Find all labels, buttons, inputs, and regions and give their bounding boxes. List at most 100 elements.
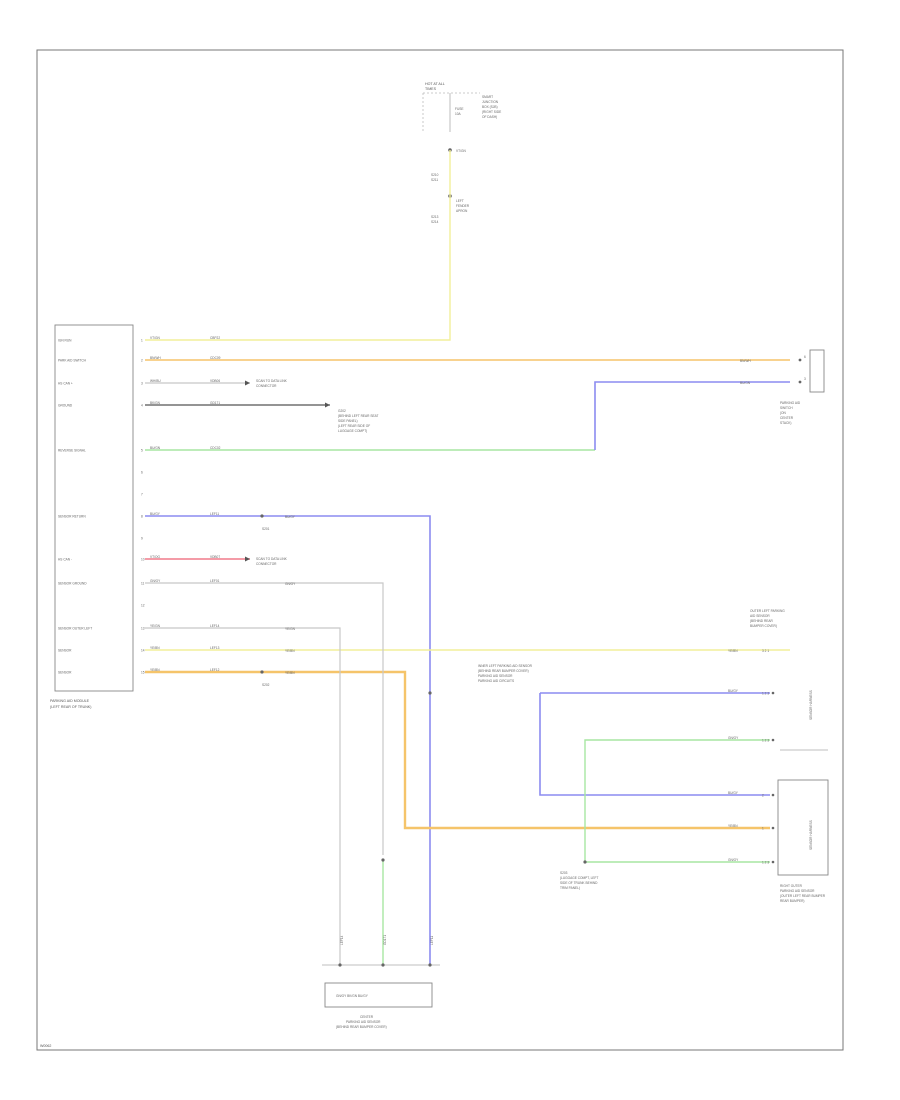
module-pin-number: 12: [141, 604, 145, 608]
ground-splice-label-1: S203: [560, 871, 568, 875]
right-label-4: REAR BUMPER): [780, 899, 804, 903]
network-label-2b: CONNECTOR: [256, 562, 277, 566]
right-sensor-block: SENSOR HARNESS SENSOR HARNESS BU/GY1 2 3…: [728, 689, 829, 903]
module-pin-number: 7: [141, 493, 143, 497]
right-side-text-bottom: SENSOR HARNESS: [809, 820, 813, 850]
junction-dot: [428, 691, 432, 695]
module-pin-circuit: LEF11: [210, 512, 219, 516]
center-sensor-body: [324, 982, 433, 1008]
can-minus-arrow-icon: [245, 556, 250, 562]
module-pin-circuit: CBP22: [210, 336, 220, 340]
right-wire-tag: YE/BN: [728, 824, 738, 828]
switch-label-1: PARKING AID: [780, 401, 801, 405]
fuse-label-2: 10A: [455, 112, 462, 116]
wire-layer: [145, 150, 790, 965]
module-pin-circuit: CDC09: [210, 356, 221, 360]
right-pin-dot: [771, 691, 775, 695]
bottom-caption-3: (BEHIND REAR BUMPER COVER): [336, 1025, 387, 1029]
module-pin-wire: VT/OG: [150, 555, 160, 559]
wire-sensor-orange: [145, 670, 770, 830]
module-pin-label: REVERSE SIGNAL: [58, 449, 86, 453]
parking-aid-module: [54, 324, 134, 692]
switch-wire-top: BN/WH: [740, 359, 751, 363]
module-pin-number: 11: [141, 582, 145, 586]
module-pin-number: 6: [141, 471, 143, 475]
parking-aid-switch: BN/WH BU/GN 6 3 PARKING AID SWITCH (ON C…: [740, 349, 825, 425]
module-pin-number: 3: [141, 382, 143, 386]
ground-splice-label-3: SIDE OF TRUNK BEHIND: [560, 881, 598, 885]
module-pin-wire: YE/GN: [150, 624, 161, 628]
module-pin-label: IGN RUN: [58, 339, 72, 343]
s202-label: S202: [262, 683, 270, 687]
bottom-pin-1: [338, 963, 342, 967]
right-pin-label: 1 2 3: [762, 692, 769, 696]
sjb-desc-4: (RIGHT SIDE: [482, 110, 501, 114]
bottom-caption-1: CENTER: [360, 1015, 374, 1019]
module-pin-number: 15: [141, 671, 145, 675]
right-wire-tag: GN/GY: [728, 736, 739, 740]
outer-left-label-3: (BEHIND REAR: [750, 619, 774, 623]
splice-bottom-2: S214: [431, 220, 439, 224]
ground-label-2: (BEHIND LEFT REAR SEAT: [338, 414, 378, 418]
top-wire-color: VT/GN: [456, 149, 466, 153]
switch-pin-num-1: 6: [804, 355, 806, 359]
right-pin-label: 2: [762, 794, 764, 798]
splice-desc-3: APRON: [456, 209, 468, 213]
module-pin-circuit: LEF12: [210, 668, 220, 672]
outer-left-label-2: AID SENSOR: [750, 614, 770, 618]
ground-label-1: G202: [338, 409, 346, 413]
ground-splice-right-dot: [583, 860, 587, 864]
module-pin-number: 10: [141, 558, 145, 562]
right-sensor-body: [777, 779, 829, 876]
module-pin-label: PARK AID SWITCH: [58, 359, 87, 363]
switch-body: [809, 349, 825, 393]
outer-left-pins: 3 2 1: [762, 649, 769, 653]
wire-switch-return: [594, 381, 790, 450]
ground-splice-label-4: TRIM PANEL): [560, 886, 580, 890]
blue-splice-tag: BU/GY: [285, 515, 296, 519]
wire-sensor-outer-left: [145, 627, 341, 965]
sensor-ground-tag: GN/GY: [285, 582, 296, 586]
module-name-2: (LEFT REAR OF TRUNK): [50, 705, 91, 709]
network-label-1b: CONNECTOR: [256, 384, 277, 388]
right-pin-label: 1 2 3: [762, 861, 769, 865]
bottom-wire-1: LEF14: [340, 935, 344, 945]
splice-desc-1: LEFT: [456, 199, 464, 203]
inner-sensor-label-4: PARKING AID CIRCUITS: [478, 679, 514, 683]
module-pin-circuit: GD171: [210, 401, 220, 405]
top-fuse-connector: HOT AT ALL TIMES FUSE 10A SMART JUNCTION…: [422, 82, 501, 224]
module-pin-circuit: LEF14: [210, 624, 220, 628]
right-wire-tag: BU/GY: [728, 791, 739, 795]
bottom-pin-2: [381, 963, 385, 967]
ground-label-3: SIDE PANEL): [338, 419, 358, 423]
s201-label: S201: [262, 527, 270, 531]
bottom-caption-2: PARKING AID SENSOR: [346, 1020, 381, 1024]
splice-s202: [260, 670, 264, 674]
right-pin-dot: [771, 860, 775, 864]
outer-left-label-1: OUTER LEFT PARKING: [750, 609, 785, 613]
module-pin-label: SENSOR GROUND: [58, 582, 87, 586]
diagram-id: W0062: [40, 1044, 51, 1048]
module-name-1: PARKING AID MODULE: [50, 699, 90, 703]
module-pin-circuit: VDB06: [210, 379, 220, 383]
splice-s201: [260, 514, 264, 518]
right-label-3: (OUTER LEFT REAR BUMPER: [780, 894, 826, 898]
module-pin-label: SENSOR: [58, 671, 72, 675]
splice-top-1: S210: [431, 173, 439, 177]
module-pin-circuit: VDB07: [210, 555, 220, 559]
ground-splice-label-2: (LUGGAGE COMPT, LEFT: [560, 876, 598, 880]
yellow-right-tag: YE/BN: [285, 649, 295, 653]
switch-label-3: (ON: [780, 411, 787, 415]
center-sensor: LEF14 GD171 LEF11 GN/GY BK/GN BU/GY CENT…: [322, 935, 440, 1029]
bottom-wire-2: GD171: [383, 935, 387, 945]
right-label-1: RIGHT OUTER: [780, 884, 803, 888]
sjb-desc-5: OF DASH): [482, 115, 497, 119]
module-pin-wire: YE/BN: [150, 646, 160, 650]
switch-pin-bottom: [798, 380, 802, 384]
outer-left-label-4: BUMPER COVER): [750, 624, 777, 628]
module-pin-circuit: LEF01: [210, 579, 220, 583]
inner-sensor-label-1: INNER LEFT PARKING AID SENSOR: [478, 664, 533, 668]
